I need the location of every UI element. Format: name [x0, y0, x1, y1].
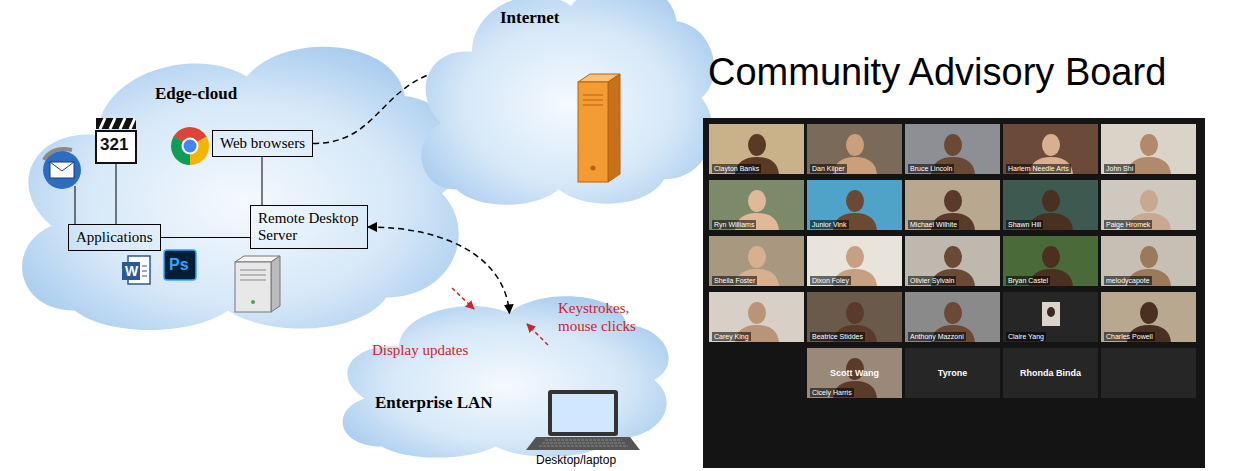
server-icon [235, 256, 280, 312]
annotation-label: Keystrokes, mouse clicks [558, 299, 654, 335]
region-title: Enterprise LAN [375, 393, 493, 413]
video-tile [709, 236, 804, 286]
name-tag: Ryn Williams [712, 220, 756, 229]
video-tile [1003, 236, 1098, 286]
name-tag: Paige Hromek [1104, 220, 1152, 229]
name-tag: Harlem Needle Arts [1006, 164, 1071, 173]
region-title: Internet [500, 8, 559, 28]
connector [161, 237, 250, 238]
name-tag: Tyrone [905, 367, 1000, 379]
video-tile [807, 348, 902, 398]
name-tag: Dan Kilper [810, 164, 847, 173]
region-title: Edge-cloud [155, 84, 237, 104]
video-tile [1101, 292, 1196, 342]
video-tile [807, 292, 902, 342]
laptop-icon [526, 390, 640, 450]
video-tile [1101, 124, 1196, 174]
connector [368, 227, 509, 313]
photoshop-icon [164, 250, 196, 280]
video-tile [709, 292, 804, 342]
name-tag: Cicely Harris [810, 388, 854, 397]
connector [262, 157, 263, 205]
name-tag: Olivier Sylvain [908, 276, 956, 285]
video-tile [1003, 180, 1098, 230]
video-tile [1101, 348, 1196, 398]
icon-glyph: 321 [100, 135, 128, 155]
leader-line [116, 164, 117, 224]
annotation-label: Display updates [372, 341, 468, 359]
name-tag: Clayton Banks [712, 164, 761, 173]
connector [313, 75, 429, 144]
name-tag: Carey King [712, 332, 751, 341]
video-tile [1003, 124, 1098, 174]
leader-line [75, 186, 76, 224]
screenshot-panel [703, 118, 1205, 468]
name-tag: Michael Wilhite [908, 220, 959, 229]
video-tile [905, 292, 1000, 342]
name-tag: Scott Wang [807, 367, 902, 379]
name-tag: John Shi [1104, 164, 1135, 173]
video-tile [905, 236, 1000, 286]
cloud-outline [5, 18, 470, 343]
video-tile [807, 124, 902, 174]
video-tile [709, 124, 804, 174]
media-app-icon [96, 118, 136, 163]
name-tag: Bryan Castel [1006, 276, 1050, 285]
video-tile [709, 180, 804, 230]
cloud-outline [410, 0, 720, 215]
name-tag: Shawn Hill [1006, 220, 1043, 229]
process-box: Applications [68, 224, 161, 251]
video-tile [905, 180, 1000, 230]
box-label: Remote Desktop Server [258, 210, 360, 244]
device-label: Desktop/laptop [536, 453, 616, 467]
video-tile [807, 180, 902, 230]
video-tile [807, 236, 902, 286]
name-tag: Anthony Mazzoni [908, 332, 966, 341]
name-tag: Bruce Lincoln [908, 164, 954, 173]
name-tag: melodycapote [1104, 276, 1152, 285]
name-tag: Rhonda Binda [1003, 367, 1098, 379]
name-tag: Dixon Foley [810, 276, 851, 285]
panel-heading: Community Advisory Board [708, 50, 1166, 94]
box-label: Applications [76, 229, 153, 246]
name-tag: Junior Vink [810, 220, 849, 229]
cloud-region: Edge-cloudWeb browsersApplications Remote… [5, 18, 470, 343]
process-box: Remote Desktop Server [250, 205, 368, 249]
name-tag: Sheila Foster [712, 276, 757, 285]
mail-app-icon [43, 149, 81, 189]
name-tag: Beatrice Stiddes [810, 332, 865, 341]
flow-arrow [527, 324, 548, 345]
video-tile [905, 124, 1000, 174]
video-tile [1003, 292, 1098, 342]
icon-glyph: Ps [169, 255, 189, 275]
word-icon [122, 256, 150, 284]
process-box: Web browsers [212, 130, 313, 157]
flow-arrow [452, 288, 474, 309]
server-icon [578, 74, 620, 182]
cloud-region: Internet [410, 0, 720, 215]
video-tile [1003, 348, 1098, 398]
name-tag: Charles Powell [1104, 332, 1155, 341]
video-tile [905, 348, 1000, 398]
browser-icon [177, 133, 203, 159]
video-tile [1101, 180, 1196, 230]
box-label: Web browsers [220, 135, 305, 152]
video-tile [1101, 236, 1196, 286]
icon-glyph: W [125, 263, 138, 279]
name-tag: Claire Yang [1006, 332, 1046, 341]
